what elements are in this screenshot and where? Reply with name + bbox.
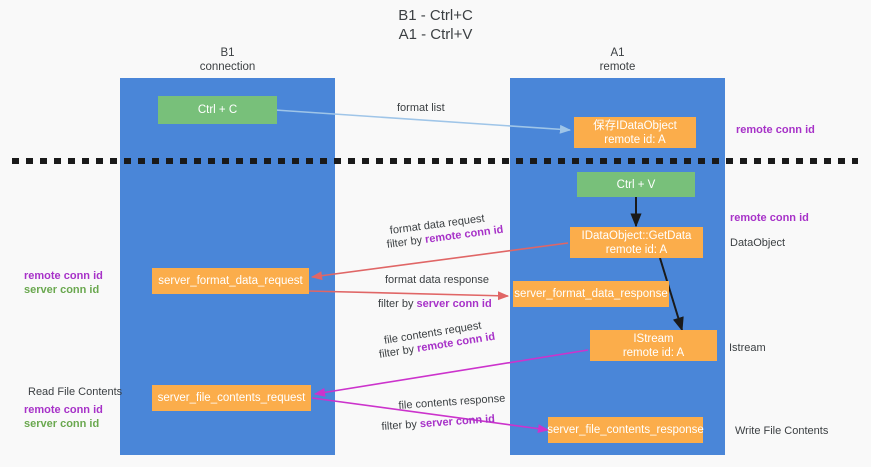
annotation-remote-conn-id-top: remote conn id — [736, 123, 815, 137]
node-server-file-contents-response[interactable]: server_file_contents_response — [547, 417, 704, 443]
edge-label-file-contents-response-filter: filter by server conn id — [381, 412, 495, 435]
annotation-text: remote conn id — [736, 124, 815, 136]
filter-key-server-conn-id: server conn id — [416, 298, 492, 310]
edge-label-format-data-response-filter: filter by server conn id — [378, 297, 492, 312]
annotation-write-file-contents: Write File Contents — [735, 425, 829, 437]
edge-label-file-contents-response: file contents response — [398, 392, 506, 414]
edge-label-format-list: format list — [397, 102, 445, 114]
filter-prefix: filter by — [378, 298, 417, 310]
node-istream[interactable]: IStream remote id: A — [590, 330, 717, 361]
annotation-remote-conn-id-mid: remote conn id — [730, 211, 809, 225]
legend-read-file-contents: Read File Contents — [28, 386, 123, 398]
annotation-istream: Istream — [729, 342, 766, 354]
node-server-format-data-response[interactable]: server_format_data_response — [513, 281, 669, 307]
filter-prefix: filter by — [381, 418, 421, 433]
legend-conn-ids-bottom: remote conn id server conn id — [24, 403, 103, 431]
node-idataobject-getdata[interactable]: IDataObject::GetData remote id: A — [570, 227, 703, 258]
annotation-text: remote conn id — [730, 212, 809, 224]
filter-prefix: filter by — [386, 233, 426, 251]
edge-format-data-response — [307, 290, 510, 301]
lane-heading-a1: A1 remote — [599, 47, 636, 73]
node-save-idataobject[interactable]: 保存IDataObject remote id: A — [574, 117, 696, 148]
node-ctrl-c[interactable]: Ctrl + C — [158, 96, 277, 124]
node-server-file-contents-request[interactable]: server_file_contents_request — [152, 385, 311, 411]
filter-key-server-conn-id: server conn id — [419, 413, 496, 431]
legend-server-conn-id: server conn id — [24, 418, 100, 430]
edge-label-file-contents-response-text: file contents response — [398, 392, 506, 412]
legend-remote-conn-id: remote conn id — [24, 270, 103, 282]
lane-heading-b1: B1 connection — [199, 47, 256, 73]
page-title: B1 - Ctrl+C A1 - Ctrl+V — [398, 7, 473, 43]
node-ctrl-v[interactable]: Ctrl + V — [577, 172, 695, 197]
node-server-format-data-request[interactable]: server_format_data_request — [152, 268, 309, 294]
annotation-dataobject: DataObject — [730, 237, 786, 249]
edge-label-format-data-response: format data response — [385, 274, 489, 286]
legend-conn-ids-middle: remote conn id server conn id — [24, 269, 103, 297]
legend-remote-conn-id: remote conn id — [24, 404, 103, 416]
legend-server-conn-id: server conn id — [24, 284, 100, 296]
